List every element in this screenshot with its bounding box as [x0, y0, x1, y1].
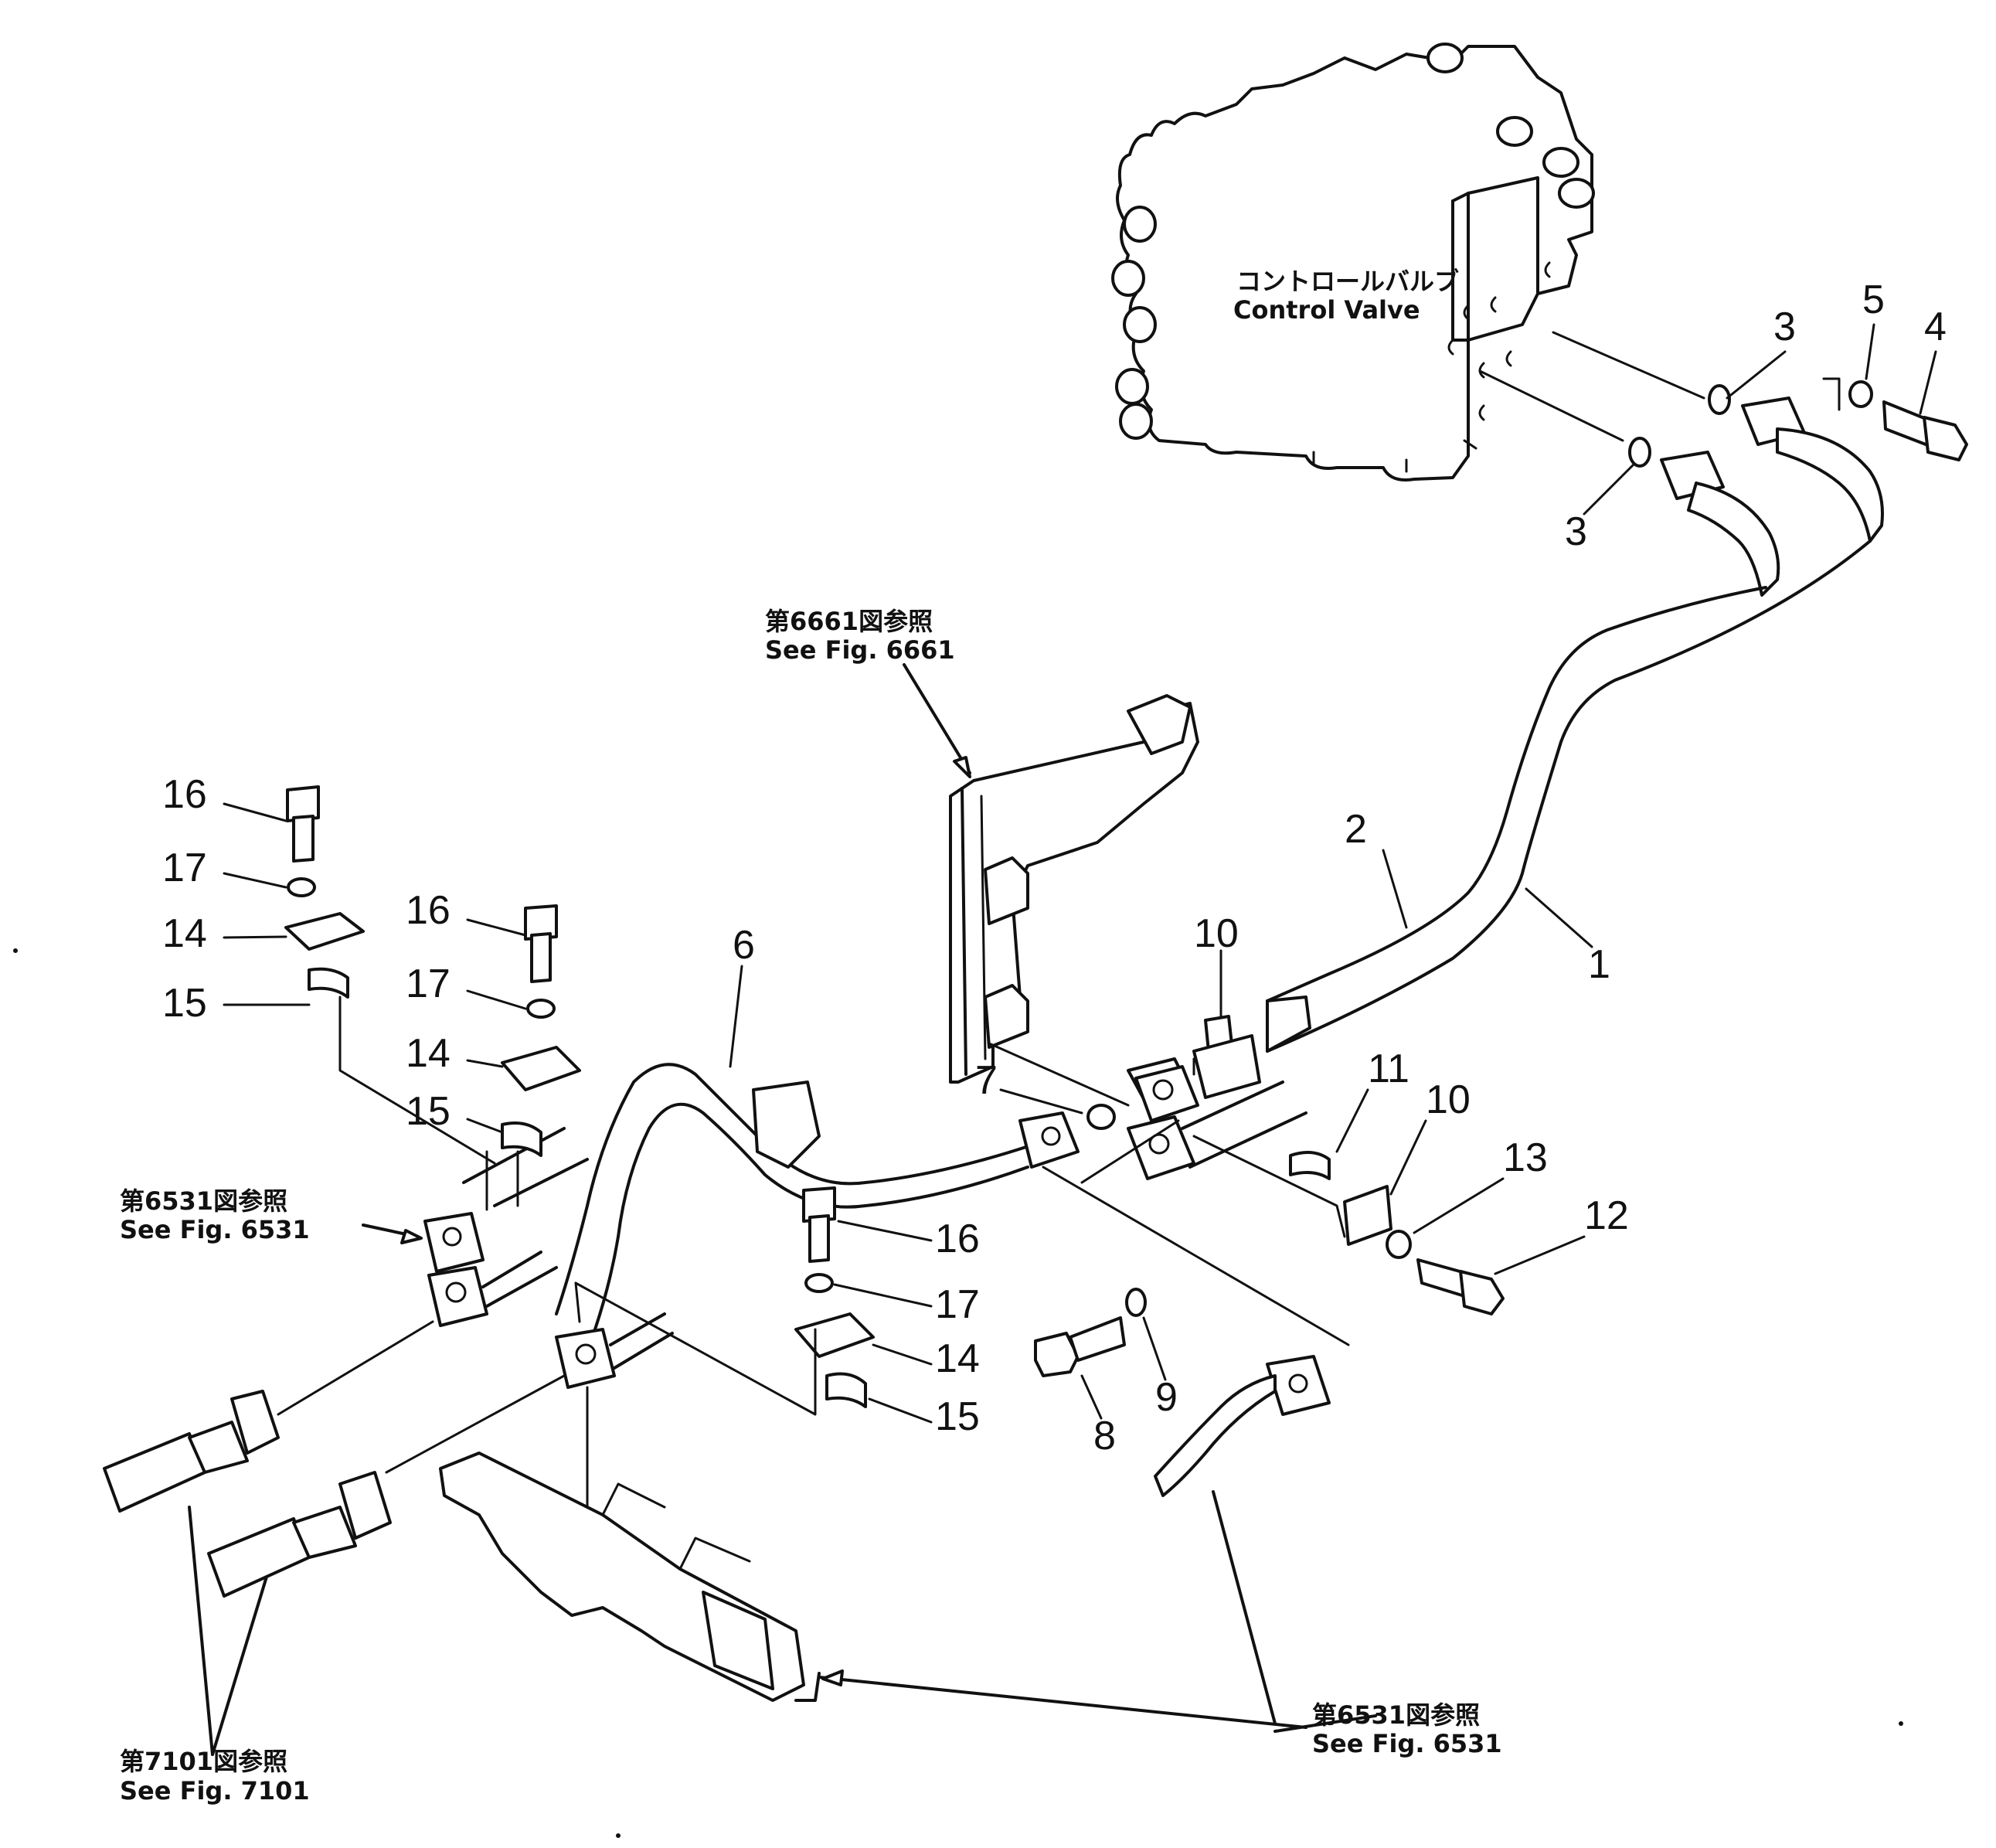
callout-14-left: 14	[162, 911, 207, 956]
callout-10-upper: 10	[1194, 911, 1239, 956]
callout-3-lower: 3	[1565, 509, 1587, 554]
clamp-11	[1289, 1151, 1331, 1180]
clamp-14-mid	[501, 1046, 581, 1091]
o-ring-7	[1086, 1104, 1116, 1130]
flange-pipe-6-lower	[555, 1312, 674, 1389]
control-valve-body	[1111, 43, 1595, 482]
o-ring-3-lower	[1628, 437, 1651, 468]
callout-14-mid: 14	[406, 1031, 451, 1076]
hose-7101-lower	[207, 1471, 392, 1598]
callout-8: 8	[1093, 1414, 1116, 1458]
callout-15-lower: 15	[935, 1394, 980, 1439]
clamp-14-lower	[794, 1312, 875, 1358]
bolt-8	[1034, 1316, 1126, 1377]
flange-pipe-1-top	[1741, 396, 1884, 543]
pipe-1	[1266, 539, 1872, 1053]
o-ring-3-upper	[1708, 384, 1731, 415]
bolt-12	[1416, 1258, 1505, 1315]
callout-12: 12	[1584, 1193, 1629, 1238]
flange-pipe-2-top	[1660, 451, 1780, 597]
flange-left-upper	[423, 1212, 485, 1273]
bolt-16-lower	[802, 1186, 836, 1263]
ref-6531-left-en: See Fig. 6531	[120, 1215, 310, 1244]
flange-pipe-1-mid	[1127, 1081, 1307, 1180]
washer-5	[1848, 380, 1873, 408]
ref-7101-jp: 第7101図参照	[120, 1747, 287, 1776]
clamp-15-left	[308, 967, 349, 999]
flange-pipe-2-mid	[1127, 1057, 1199, 1122]
callout-13: 13	[1503, 1135, 1548, 1180]
washer-17-left	[287, 877, 316, 897]
ref-6531-right-en: See Fig. 6531	[1312, 1729, 1502, 1758]
callout-16-mid: 16	[406, 888, 451, 933]
clamp-10-lower	[1343, 1185, 1392, 1246]
clamp-10-upper	[1192, 1015, 1261, 1099]
washer-17-mid	[526, 999, 556, 1019]
callout-17-left: 17	[162, 846, 207, 890]
clamp-15-lower	[825, 1372, 867, 1408]
callout-16-left: 16	[162, 772, 207, 817]
bottom-bracket	[439, 1452, 821, 1702]
bolt-16-left	[286, 785, 320, 863]
ref-6661-en: See Fig. 6661	[765, 635, 955, 665]
hose-7101-upper	[103, 1390, 280, 1513]
callout-17-lower: 17	[935, 1282, 980, 1327]
bracket-6661	[949, 694, 1199, 1107]
pipe-6	[462, 1063, 1037, 1331]
callout-1: 1	[1588, 942, 1610, 987]
callout-10-lower: 10	[1426, 1077, 1471, 1122]
washer-17-lower	[804, 1273, 834, 1293]
clamp-14-left	[284, 912, 365, 951]
callout-11: 11	[1368, 1047, 1409, 1091]
callout-17-mid: 17	[406, 961, 451, 1006]
callout-6: 6	[733, 923, 755, 968]
washer-9	[1125, 1288, 1147, 1317]
callout-15-mid: 15	[406, 1089, 451, 1134]
pipe-2-body	[1266, 995, 1311, 1053]
washer-13	[1386, 1230, 1412, 1259]
callout-16-lower: 16	[935, 1217, 980, 1261]
callout-14-lower: 14	[935, 1336, 980, 1381]
callout-15-left: 15	[162, 981, 207, 1026]
pipe-6531-right	[1154, 1355, 1331, 1497]
clamp-15-mid	[501, 1121, 542, 1157]
callout-4: 4	[1924, 305, 1947, 349]
flange-pipe-6	[1018, 1111, 1080, 1169]
callout-2: 2	[1345, 807, 1367, 852]
ref-7101-en: See Fig. 7101	[120, 1776, 310, 1805]
bolt-4	[1882, 400, 1968, 461]
callout-9: 9	[1155, 1375, 1178, 1420]
callout-3-upper: 3	[1773, 305, 1796, 349]
bolt-16-mid	[524, 904, 558, 983]
flange-left-lower	[427, 1251, 558, 1327]
ref-6531-right-jp: 第6531図参照	[1312, 1700, 1480, 1730]
ref-6661-jp: 第6661図参照	[765, 607, 933, 636]
control-valve-label-en: Control Valve	[1233, 295, 1420, 325]
callout-7: 7	[975, 1058, 998, 1103]
callout-5: 5	[1862, 277, 1885, 322]
control-valve-label-jp: コントロールバルブ	[1236, 267, 1459, 296]
ref-6531-left-jp: 第6531図参照	[120, 1186, 287, 1216]
